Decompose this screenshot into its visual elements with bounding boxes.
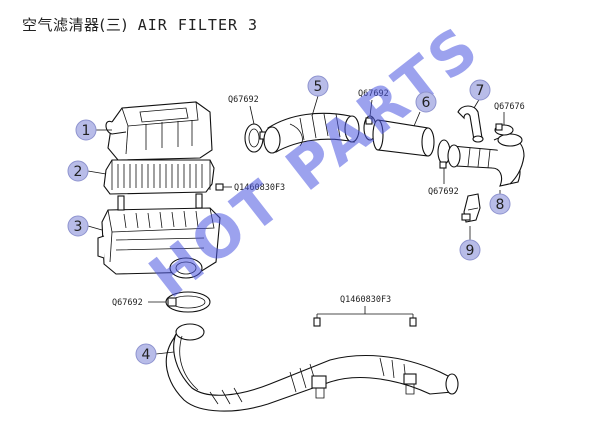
svg-text:7: 7 bbox=[476, 83, 485, 99]
callout-1[interactable]: 1 bbox=[75, 119, 97, 141]
svg-text:2: 2 bbox=[74, 164, 83, 180]
callout-3[interactable]: 3 bbox=[67, 215, 89, 237]
svg-text:4: 4 bbox=[142, 347, 151, 363]
part-9-bracket[interactable] bbox=[461, 193, 481, 223]
bolt-mid[interactable] bbox=[215, 183, 232, 191]
clamp-right-top[interactable] bbox=[494, 112, 514, 136]
diagram-title: 空气滤清器(三) AIR FILTER 3 bbox=[22, 14, 258, 35]
part-4-lower-duct[interactable] bbox=[165, 323, 459, 412]
leader-2 bbox=[87, 170, 107, 175]
svg-text:1: 1 bbox=[82, 123, 91, 139]
code-clamp-top-left: Q67692 bbox=[228, 95, 259, 105]
callout-4[interactable]: 4 bbox=[135, 343, 157, 365]
leader-3 bbox=[87, 225, 103, 231]
svg-text:8: 8 bbox=[496, 197, 505, 213]
svg-text:6: 6 bbox=[422, 95, 431, 111]
leader-5 bbox=[311, 95, 319, 117]
leader-4 bbox=[155, 351, 175, 355]
part-7-small-hose[interactable] bbox=[457, 105, 484, 143]
clamp-lower[interactable] bbox=[148, 291, 211, 313]
code-bolt-mid: Q1460830F3 bbox=[234, 183, 285, 193]
code-clamp-top-mid: Q67692 bbox=[358, 89, 389, 99]
callout-6[interactable]: 6 bbox=[415, 91, 437, 113]
code-bolt-lower: Q1460830F3 bbox=[340, 295, 391, 305]
code-clamp-right-top: Q67676 bbox=[494, 102, 525, 112]
callout-2[interactable]: 2 bbox=[67, 160, 89, 182]
code-clamp-lower: Q67692 bbox=[112, 298, 143, 308]
svg-text:5: 5 bbox=[314, 79, 323, 95]
code-clamp-right-low: Q67692 bbox=[428, 187, 459, 197]
part-8-elbow-hose[interactable] bbox=[447, 133, 525, 187]
bolt-lower-pair[interactable] bbox=[313, 306, 417, 327]
title-en: AIR FILTER 3 bbox=[137, 16, 259, 34]
callout-8[interactable]: 8 bbox=[489, 193, 511, 215]
clamp-right-low[interactable] bbox=[437, 139, 451, 184]
title-cn: 空气滤清器(三) bbox=[22, 16, 128, 34]
part-1-filter-cover[interactable] bbox=[105, 101, 213, 161]
callout-9[interactable]: 9 bbox=[459, 239, 481, 261]
leader-6 bbox=[413, 111, 421, 127]
svg-text:3: 3 bbox=[74, 219, 83, 235]
callout-7[interactable]: 7 bbox=[469, 79, 491, 101]
part-5-upper-hose[interactable] bbox=[263, 112, 360, 154]
part-3-filter-housing[interactable] bbox=[97, 193, 221, 279]
part-2-filter-element[interactable] bbox=[103, 159, 215, 195]
svg-text:9: 9 bbox=[466, 243, 475, 259]
part-6-resonator[interactable] bbox=[372, 119, 435, 157]
callout-5[interactable]: 5 bbox=[307, 75, 329, 97]
